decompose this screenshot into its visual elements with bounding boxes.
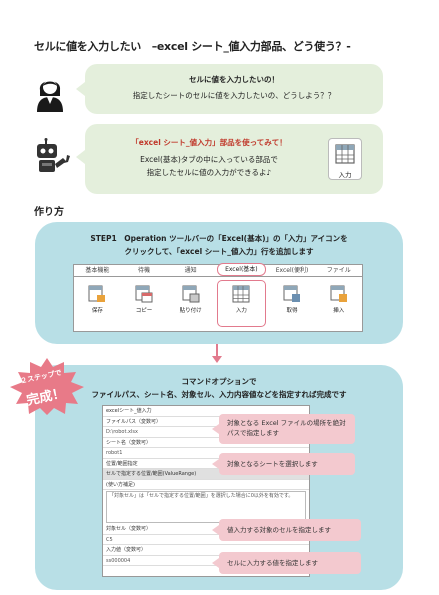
- two-step-badge-icon: [10, 358, 84, 415]
- position-label: 位置/範囲指定: [103, 459, 309, 469]
- props-title: excelシート_値入力: [103, 406, 309, 417]
- paste-button[interactable]: 貼り付け: [167, 277, 214, 331]
- tab-excel-basic[interactable]: Excel(基本): [217, 263, 266, 276]
- copy-label: コピー: [135, 308, 153, 314]
- user-bubble-heading: セルに値を入力したいの！: [189, 75, 279, 84]
- input-button[interactable]: 入力: [217, 280, 266, 327]
- operation-toolbar: 基本機能 待機 通知 Excel(基本) Excel(便利) ファイル 保存 コ…: [73, 263, 363, 332]
- notes-label: (使い方補足): [103, 480, 309, 490]
- command-heading: コマンドオプションで ファイルパス、シート名、対象セル、入力内容値などを指定すれ…: [35, 375, 403, 401]
- input-part-label: 入力: [338, 171, 352, 179]
- target-cell-field[interactable]: C5: [103, 535, 309, 545]
- toolbar-buttons: 保存 コピー 貼り付け: [74, 277, 362, 331]
- robot-speech-bubble: 「excel シート_値入力」部品を使ってみて！ Excel(基本)タブの中に入…: [76, 124, 383, 194]
- paste-label: 貼り付け: [179, 308, 202, 314]
- input-icon: [232, 285, 250, 303]
- tab-basic[interactable]: 基本機能: [85, 267, 110, 274]
- save-label: 保存: [91, 308, 103, 314]
- notes-textarea[interactable]: 「対象セル」は「セルで指定する位置/範囲」を選択した場合に0以外を有効です。: [106, 491, 306, 523]
- input-value-label: 入力値（変数可）: [103, 545, 309, 556]
- insert-button[interactable]: 挿入: [315, 277, 362, 331]
- page-title: セルに値を入力したい –excel シート_値入力部品、どう使う？-: [34, 40, 351, 53]
- input-value-field[interactable]: ss000004: [103, 556, 309, 566]
- command-heading-line2: ファイルパス、シート名、対象セル、入力内容値などを指定すれば完成です: [91, 390, 347, 399]
- sheet-label: シート名（変数可）: [103, 438, 309, 448]
- insert-label: 挿入: [333, 308, 345, 314]
- woman-avatar-icon: [37, 80, 63, 112]
- insert-icon: [330, 285, 347, 302]
- copy-icon: [135, 285, 153, 303]
- robot-avatar-icon: [37, 138, 70, 172]
- save-button[interactable]: 保存: [74, 277, 121, 331]
- section-title: 作り方: [34, 207, 64, 218]
- save-icon: [88, 285, 106, 302]
- file-path-field[interactable]: D:\robot.xlsx: [103, 427, 309, 438]
- get-button[interactable]: 取得: [269, 277, 316, 331]
- target-cell-label: 対象セル（変数可）: [103, 524, 309, 535]
- down-arrow-icon: [212, 344, 222, 363]
- toolbar-tabs: 基本機能 待機 通知 Excel(基本) Excel(便利) ファイル: [74, 263, 362, 277]
- robot-bubble-line2: 指定したセルに値の入力ができるよ♪: [146, 168, 272, 177]
- get-label: 取得: [286, 308, 298, 314]
- copy-button[interactable]: コピー: [121, 277, 168, 331]
- robot-bubble-line1: Excel(基本)タブの中に入っている部品で: [140, 155, 278, 164]
- spreadsheet-input-icon: [335, 144, 355, 164]
- tab-excel-convenient[interactable]: Excel(便利): [275, 267, 309, 274]
- input-label: 入力: [235, 308, 247, 314]
- tab-wait[interactable]: 待機: [138, 267, 151, 274]
- step1-panel: STEP1 Operation ツールバーの「Excel(基本)」の「入力」アイ…: [35, 222, 403, 344]
- command-heading-line1: コマンドオプションで: [181, 377, 257, 386]
- callout-sheet: 対象となるシートを選択します: [212, 453, 355, 475]
- command-properties-form: excelシート_値入力 ファイルパス（変数可） D:\robot.xlsx シ…: [102, 405, 310, 577]
- user-bubble-text: 指定したシートのセルに値を入力したいの、どうしよう？？: [132, 91, 336, 100]
- step1-line2: クリックして、「excel シート_値入力」行を追加します: [124, 247, 314, 256]
- callout-file-path: 対象となる Excel ファイルの場所を絶対パスで指定します: [212, 414, 355, 444]
- step1-text: STEP1 Operation ツールバーの「Excel(基本)」の「入力」アイ…: [35, 232, 403, 258]
- input-part-card: 入力: [328, 138, 362, 180]
- paste-icon: [182, 285, 200, 303]
- file-path-label: ファイルパス（変数可）: [103, 417, 309, 427]
- position-select[interactable]: セルで指定する位置/範囲(ValueRange): [103, 469, 309, 480]
- robot-bubble-heading: 「excel シート_値入力」部品を使ってみて！: [131, 138, 287, 147]
- sheet-field[interactable]: robot1: [103, 448, 309, 459]
- tab-file[interactable]: ファイル: [326, 267, 351, 274]
- user-speech-bubble: セルに値を入力したいの！ 指定したシートのセルに値を入力したいの、どうしよう？？: [76, 64, 383, 114]
- step1-line1: STEP1 Operation ツールバーの「Excel(基本)」の「入力」アイ…: [90, 234, 348, 243]
- callout-target-cell: 値入力する対象のセルを指定します: [212, 519, 361, 541]
- callout-input-value: セルに入力する値を指定します: [212, 552, 361, 574]
- get-icon: [283, 285, 301, 302]
- tab-notify[interactable]: 通知: [184, 267, 197, 274]
